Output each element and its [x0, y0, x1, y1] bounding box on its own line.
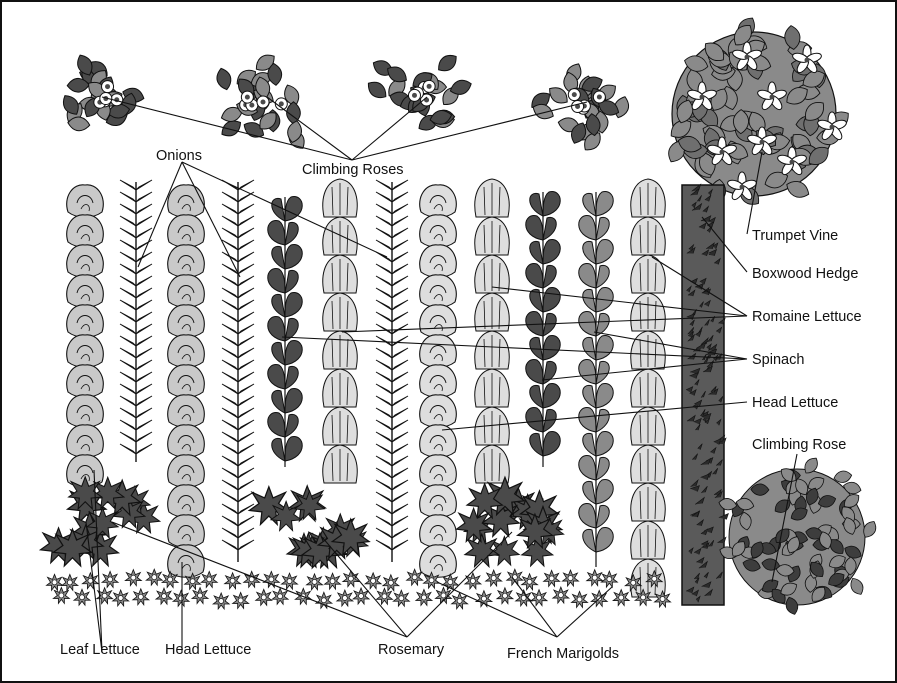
- rosemary-bush: [249, 486, 369, 568]
- onion-row: [120, 180, 152, 462]
- romaine-lettuce-row: [323, 179, 357, 483]
- label-spinach: Spinach: [752, 352, 804, 368]
- spinach-row: [268, 197, 303, 467]
- rosemary-clusters: [40, 477, 563, 568]
- rose-bush-3: [364, 51, 473, 134]
- label-head-lettuce-right: Head Lettuce: [752, 395, 838, 411]
- onion-row: [376, 180, 408, 562]
- label-romaine-lettuce: Romaine Lettuce: [752, 309, 862, 325]
- label-leaf-lettuce: Leaf Lettuce: [60, 642, 140, 658]
- romaine-lettuce-row: [631, 179, 665, 597]
- head-lettuce-row: [420, 185, 457, 577]
- vegetable-rows: [67, 179, 666, 597]
- label-french-marigolds: French Marigolds: [507, 646, 619, 662]
- label-rosemary: Rosemary: [378, 642, 445, 658]
- head-lettuce-row: [67, 185, 104, 487]
- label-head-lettuce-bottom: Head Lettuce: [165, 642, 251, 658]
- romaine-lettuce-row: [475, 179, 509, 483]
- label-boxwood-hedge: Boxwood Hedge: [752, 266, 858, 282]
- label-climbing-rose: Climbing Rose: [752, 437, 846, 453]
- climbing-roses-group: [59, 51, 631, 154]
- rose-bush-1: [59, 52, 146, 132]
- trumpet-vine: [664, 14, 852, 209]
- onion-row: [222, 180, 254, 562]
- rosemary-bush: [40, 477, 159, 566]
- label-onions: Onions: [156, 148, 202, 164]
- boxwood-hedge: [682, 184, 728, 605]
- spinach-row: [526, 192, 561, 467]
- rosemary-bush: [456, 477, 563, 566]
- label-climbing-roses: Climbing Roses: [302, 162, 404, 178]
- rose-bush-4: [528, 61, 632, 154]
- french-marigolds-border: [47, 569, 671, 609]
- climbing-rose: [718, 455, 879, 616]
- spinach-row: [579, 192, 614, 567]
- head-lettuce-row: [168, 185, 205, 577]
- label-trumpet-vine: Trumpet Vine: [752, 228, 838, 244]
